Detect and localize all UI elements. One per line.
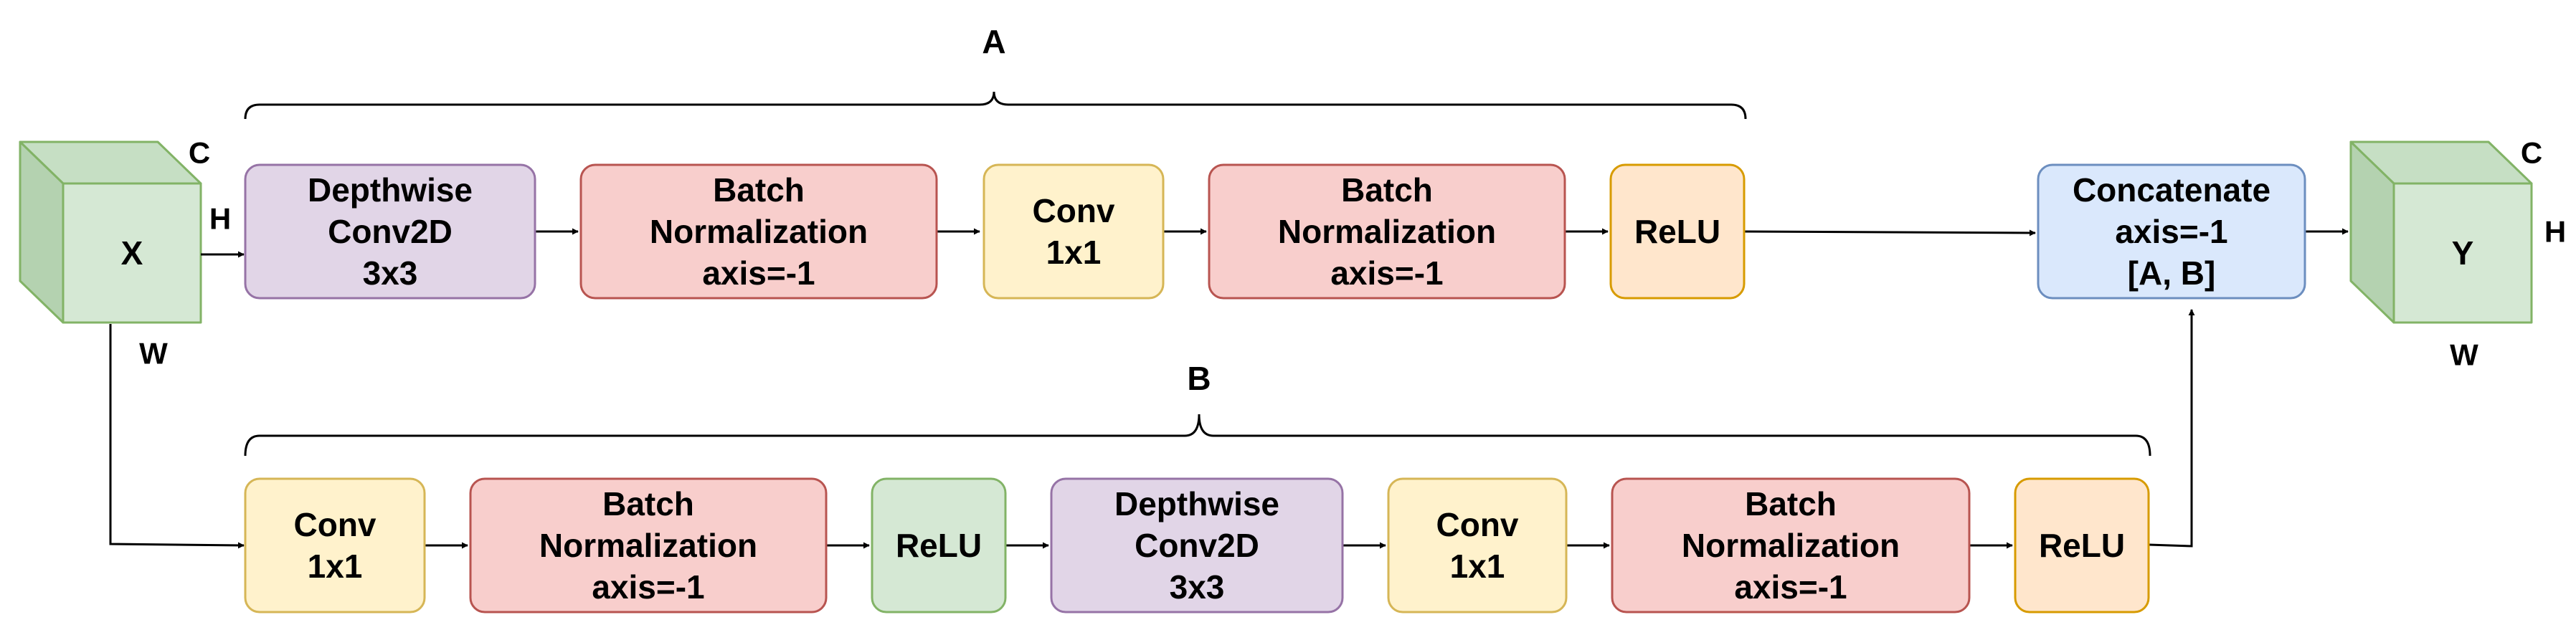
node-label-line: Conv [1033,192,1115,229]
node-label: Conv 1x1 [1436,506,1519,585]
node-box [1609,163,1746,300]
node-label: Conv 1x1 [294,506,377,585]
node-label-line: axis=-1 [702,254,815,292]
node-box [469,477,828,613]
node-label-line: Normalization [1682,527,1900,564]
branch-a-brace [244,91,1747,120]
node-label-line: 1x1 [1450,548,1505,585]
node-label: ReLU [2039,527,2125,564]
node-box [871,477,1007,613]
node-label-line: Batch [1341,171,1433,209]
branch-b-brace [244,414,2151,457]
input-dim-h-label: H [209,202,231,236]
branch-a-label: A [982,23,1005,60]
node-label: ReLU [1634,213,1720,250]
node-label-line: Batch [602,485,694,522]
node-box [2037,163,2306,300]
node-b3-relu: ReLU [871,477,1007,613]
node-label-line: ReLU [896,527,982,564]
node-label-line: Concatenate [2073,171,2270,209]
node-label-line: Normalization [650,213,868,250]
edge-b7-to-concat [2148,309,2195,548]
node-b7-relu: ReLU [2014,477,2150,613]
node-b5-conv: Conv 1x1 [1387,477,1568,613]
node-b1-conv: Conv 1x1 [244,477,426,613]
node-a3-conv: Conv 1x1 [982,163,1165,300]
node-label-line: axis=-1 [1734,568,1847,606]
node-label-line: 3x3 [363,254,418,292]
edges [109,228,2349,549]
input-tensor-cube: X [19,140,202,324]
cube-front-face [62,182,202,324]
node-label-line: ReLU [1634,213,1720,250]
node-label-line: Conv [294,506,377,543]
node-label-line: Conv2D [1135,527,1259,564]
node-label-line: 1x1 [308,548,363,585]
node-label-line: Depthwise [308,171,473,209]
node-label-line: Batch [713,171,805,209]
node-concatenate: Concatenate axis=-1 [A, B] [2037,163,2306,300]
node-label-line: Normalization [539,527,757,564]
node-label: Concatenate axis=-1 [A, B] [2073,171,2270,292]
node-label-line: 1x1 [1046,234,1102,271]
node-box [2014,477,2150,613]
output-dim-c-label: C [2521,136,2542,170]
output-tensor-cube: Y [2349,140,2533,324]
node-box [1387,477,1568,613]
edge-a5-to-concat [1743,229,2036,237]
node-box [982,163,1165,300]
cube-front-face [2392,182,2533,324]
input-dim-c-label: C [189,136,210,170]
node-box [1050,477,1344,613]
node-box [1208,163,1566,300]
node-box [244,163,536,300]
node-label-line: Depthwise [1114,485,1279,522]
node-label-line: axis=-1 [1330,254,1443,292]
output-dim-w-label: W [2450,338,2478,372]
node-label: ReLU [896,527,982,564]
node-label-line: Conv2D [328,213,453,250]
node-box [579,163,938,300]
node-label-line: Conv [1436,506,1519,543]
output-dim-h-label: H [2544,215,2566,249]
node-a5-relu: ReLU [1609,163,1746,300]
node-label-line: axis=-1 [2115,213,2227,250]
node-label-line: Normalization [1278,213,1496,250]
node-label-line: axis=-1 [592,568,704,606]
node-label-line: Batch [1745,485,1837,522]
branch-b-label: B [1187,360,1211,397]
node-box [1611,477,1971,613]
edge-x-to-b1 [109,324,245,549]
node-label-line: ReLU [2039,527,2125,564]
node-label-line: [A, B] [2128,254,2216,292]
node-box [244,477,426,613]
input-cube-label: X [121,234,143,272]
node-label-line: 3x3 [1170,568,1225,606]
node-label: Conv 1x1 [1033,192,1115,271]
input-dim-w-label: W [139,337,168,371]
output-cube-label: Y [2452,234,2474,272]
